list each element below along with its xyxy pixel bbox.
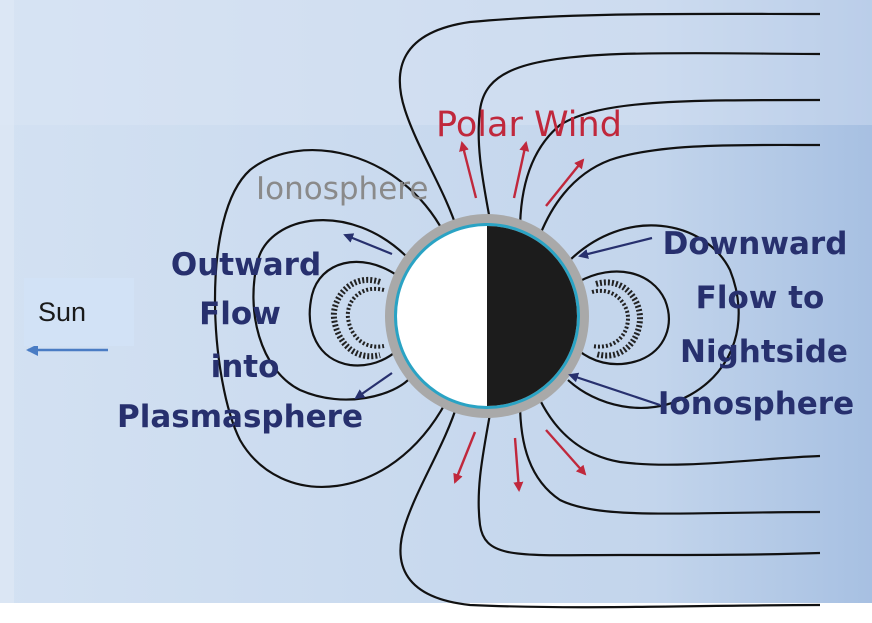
earth-nightside: [487, 226, 577, 406]
polar-wind-arrow: [512, 141, 530, 199]
frame-left-strip: [0, 0, 14, 618]
polar-wind-arrow: [453, 431, 477, 484]
downward-label-line-4: Ionosphere: [658, 386, 854, 422]
downward-flow-arrow-lower: [568, 372, 661, 407]
outward-flow-label: Outward Flow into Plasmasphere: [117, 247, 363, 435]
sun-label: Sun: [38, 297, 87, 327]
polar-wind-label: Polar Wind: [436, 105, 622, 145]
earth: [385, 214, 589, 418]
downward-flow-arrow-upper: [578, 236, 653, 259]
open-field-lines: [398, 12, 821, 609]
plasmasphere-right: [591, 279, 644, 359]
polar-wind-arrow: [459, 141, 478, 199]
plasmasphere-left: [330, 277, 385, 360]
polar-wind-arrows-top: [459, 141, 585, 207]
downward-label-line-2: Flow to: [696, 280, 825, 316]
ionosphere-label: Ionosphere: [256, 171, 428, 207]
outward-flow-arrow-lower: [354, 372, 393, 400]
downward-label-line-1: Downward: [663, 226, 848, 262]
polar-wind-arrow: [545, 158, 585, 207]
sun-label-box: [24, 278, 134, 346]
flow-arrows: [343, 233, 661, 407]
outward-label-line-2: Flow: [199, 296, 281, 332]
outward-label-line-3: into: [211, 349, 280, 385]
outward-label-line-4: Plasmasphere: [117, 399, 363, 435]
downward-label-line-3: Nightside: [680, 334, 848, 370]
closed-field-lines: [213, 149, 740, 488]
frame-top-band: [0, 0, 872, 125]
outward-label-line-1: Outward: [171, 247, 321, 283]
polar-wind-arrow: [545, 429, 587, 476]
polar-wind-arrows-bottom: [453, 429, 587, 492]
polar-wind-arrow: [513, 437, 524, 492]
downward-flow-label: Downward Flow to Nightside Ionosphere: [658, 226, 854, 422]
outward-flow-arrow-upper: [343, 233, 393, 256]
